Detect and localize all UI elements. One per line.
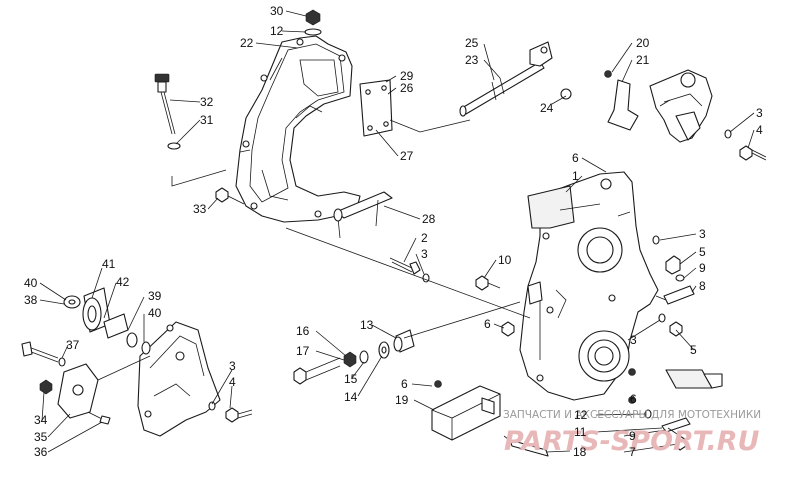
callout-37: 37 [66,338,80,352]
washer-6-mid [501,321,515,337]
callout-4-lower-left: 4 [229,375,236,389]
callout-2: 2 [421,231,428,245]
adjuster-bolt-stack [293,329,415,385]
callout-34: 34 [34,413,48,427]
callout-6-top: 6 [572,151,579,165]
shift-lever-assembly [604,69,713,143]
case-fittings [628,235,723,404]
bolt-lower-left [208,401,253,423]
callout-30: 30 [270,4,284,18]
callout-28: 28 [422,212,436,226]
callout-25: 25 [465,36,479,50]
callout-3-mid: 3 [421,247,428,261]
callout-6-lower: 6 [401,377,408,391]
callout-22: 22 [240,36,254,50]
tensioner-block [431,380,549,457]
side-cover [137,321,221,437]
callout-24: 24 [540,101,554,115]
callout-18: 18 [573,445,587,459]
mounting-bracket [21,341,111,425]
callout-12-top: 12 [270,24,284,38]
bolt-upper-right [724,129,767,161]
callout-4-ur: 4 [756,123,763,137]
spacer-bracket [333,191,393,239]
callout-40-top: 40 [24,276,38,290]
watermark-caption: ЗАПЧАСТИ И АКСЕССУАРЫ ДЛЯ МОТОТЕХНИКИ [503,409,761,421]
callout-10: 10 [498,253,512,267]
callout-14: 14 [344,390,358,404]
callout-1: 1 [572,169,579,183]
dipstick [154,73,181,150]
callout-3-case: 3 [630,333,637,347]
watermark: ЗАПЧАСТИ И АКСЕССУАРЫ ДЛЯ МОТОТЕХНИКИ PA… [503,409,761,457]
chaincase-housing [519,171,659,401]
callout-29: 29 [400,69,414,83]
shift-shaft [459,41,572,117]
bolt-33 [215,187,245,205]
callout-27: 27 [400,149,414,163]
callout-8: 8 [699,279,706,293]
callout-15: 15 [344,372,358,386]
callout-26: 26 [400,81,414,95]
callout-6-lower-right: 6 [630,392,637,406]
callout-9-lower: 9 [629,429,636,443]
callout-labels: 30 12 22 25 23 20 21 29 26 32 31 24 3 4 … [24,4,763,459]
bolt-10 [475,275,501,291]
callout-42: 42 [116,275,130,289]
callout-19: 19 [395,393,409,407]
callout-33: 33 [193,202,207,216]
callout-17: 17 [296,344,310,358]
callout-13: 13 [360,318,374,332]
callout-5-right-bottom: 5 [690,343,697,357]
callout-36: 36 [34,445,48,459]
callout-31: 31 [200,113,214,127]
callout-6-mid: 6 [484,317,491,331]
callout-5-right-top: 5 [699,245,706,259]
callout-40-bottom: 40 [148,306,162,320]
callout-3-lower-left: 3 [229,359,236,373]
callout-3-ur: 3 [756,106,763,120]
callout-3-right: 3 [699,227,706,241]
callout-23: 23 [465,53,479,67]
nut-washer-top [304,9,322,36]
leader-lines [39,10,755,453]
stud-2 [389,257,430,283]
callout-7: 7 [629,445,636,459]
callout-38: 38 [24,293,38,307]
callout-41: 41 [102,257,116,271]
watermark-logo: PARTS-SPORT.RU [504,426,759,457]
callout-39: 39 [148,289,162,303]
callout-11: 11 [574,425,587,439]
callout-21: 21 [636,53,650,67]
callout-35: 35 [34,430,48,444]
bearing-assembly [63,287,151,355]
callout-32: 32 [200,95,214,109]
callout-20: 20 [636,36,650,50]
access-plate [359,79,393,137]
callout-12-lower: 12 [574,408,588,422]
callout-16: 16 [296,324,310,338]
chaincase-cover [235,35,361,223]
callout-9-right: 9 [699,261,706,275]
bolts-lower-right [644,409,691,451]
